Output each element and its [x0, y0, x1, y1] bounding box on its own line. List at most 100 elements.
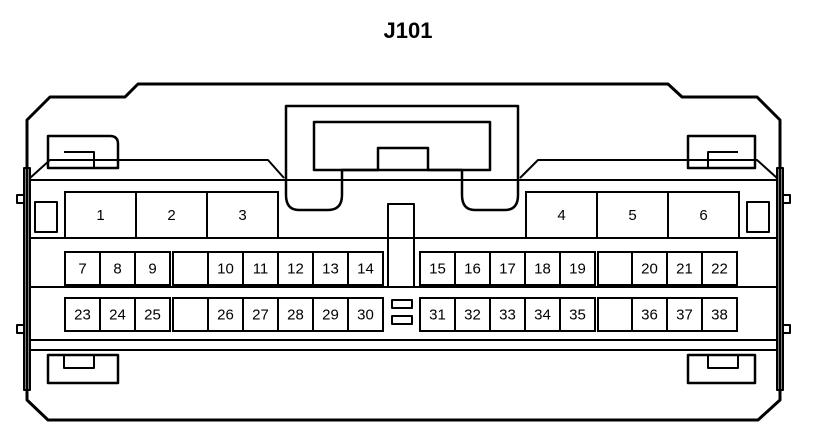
pin-number: 34 [534, 307, 551, 324]
pin-cavity: 31 [419, 297, 456, 332]
side-window-left [34, 201, 58, 233]
pin-cavity: 16 [454, 251, 491, 286]
guide-clip-top-right-tab [707, 151, 738, 168]
center-slot [391, 315, 413, 325]
pin-number: 23 [74, 307, 91, 324]
pin-number: 28 [287, 307, 304, 324]
pin-number: 38 [711, 307, 728, 324]
pin-cavity: 23 [64, 297, 101, 332]
pin-cavity: 25 [134, 297, 171, 332]
left-side-rib [23, 167, 31, 391]
pin-number: 4 [557, 207, 565, 224]
lock-latch-inner [312, 120, 492, 172]
side-tab [782, 194, 791, 204]
pin-cavity: 33 [489, 297, 526, 332]
center-slot [391, 299, 413, 309]
connector-title: J101 [383, 18, 433, 43]
pin-number: 24 [109, 307, 126, 324]
pin-cavity: 7 [64, 251, 101, 286]
pin-cavity: 17 [489, 251, 526, 286]
right-side-rib [776, 167, 784, 391]
pin-number: 27 [252, 307, 269, 324]
pin-cavity: 15 [419, 251, 456, 286]
pin-number: 13 [322, 261, 339, 278]
pin-cavity: 12 [277, 251, 314, 286]
pin-number: 30 [357, 307, 374, 324]
pin-cavity: 29 [312, 297, 349, 332]
pin-number: 12 [287, 261, 304, 278]
pin-cavity: 24 [99, 297, 136, 332]
pin-cavity: 4 [525, 191, 598, 239]
pin-number: 33 [499, 307, 516, 324]
pin-cavity: 37 [666, 297, 703, 332]
pin-number: 17 [499, 261, 516, 278]
pin-cavity: 26 [207, 297, 244, 332]
pin-number: 35 [569, 307, 586, 324]
pin-number: 18 [534, 261, 551, 278]
pin-cavity: 30 [347, 297, 384, 332]
guide-clip-bottom-left-tab [63, 355, 95, 369]
guide-clip-top-left [46, 134, 120, 170]
pin-cavity: 21 [666, 251, 703, 286]
right-shoulder [519, 159, 778, 179]
pin-cavity: 2 [135, 191, 208, 239]
pin-number: 19 [569, 261, 586, 278]
guide-clip-top-left-tab [64, 151, 95, 168]
side-tab [16, 194, 25, 204]
pin-number: 2 [167, 207, 175, 224]
pin-cavity: 19 [559, 251, 596, 286]
pin-cavity: 13 [312, 251, 349, 286]
pin-cavity: 35 [559, 297, 596, 332]
pin-number: 26 [217, 307, 234, 324]
pin-number: 5 [628, 207, 636, 224]
pin-number: 21 [676, 261, 693, 278]
pin-number: 25 [144, 307, 161, 324]
pin-cavity: 18 [524, 251, 561, 286]
pin-number: 11 [253, 261, 269, 278]
pin-cavity: 9 [134, 251, 171, 286]
pin-number: 20 [641, 261, 658, 278]
pin-number: 14 [357, 261, 374, 278]
pin-number: 6 [699, 207, 707, 224]
connector-housing [25, 82, 782, 422]
pin-cavity: 34 [524, 297, 561, 332]
guide-clip-bottom-right-tab [707, 355, 739, 369]
pin-cavity: 32 [454, 297, 491, 332]
guide-clip-bottom-right [686, 353, 757, 385]
empty-cavity [172, 297, 209, 332]
pin-number: 9 [148, 261, 156, 278]
side-tab [782, 324, 791, 334]
pin-cavity: 20 [631, 251, 668, 286]
pin-cavity: 38 [701, 297, 738, 332]
pin-cavity: 6 [667, 191, 740, 239]
center-key [387, 203, 415, 288]
pin-number: 7 [78, 261, 86, 278]
pin-cavity: 11 [242, 251, 279, 286]
pin-cavity: 5 [596, 191, 669, 239]
empty-cavity [597, 297, 634, 332]
pin-number: 37 [676, 307, 693, 324]
pin-number: 32 [464, 307, 481, 324]
guide-clip-top-right [686, 134, 757, 170]
pin-cavity: 1 [64, 191, 137, 239]
empty-cavity [172, 251, 209, 286]
left-shoulder [29, 159, 285, 179]
pin-number: 8 [113, 261, 121, 278]
pin-cavity: 3 [206, 191, 279, 239]
pin-number: 3 [238, 207, 246, 224]
side-window-right [746, 201, 770, 233]
pin-cavity: 27 [242, 297, 279, 332]
pin-number: 29 [322, 307, 339, 324]
pin-number: 22 [711, 261, 728, 278]
pin-cavity: 8 [99, 251, 136, 286]
side-tab [16, 324, 25, 334]
pin-number: 31 [429, 307, 446, 324]
pin-cavity: 14 [347, 251, 384, 286]
pin-cavity: 22 [701, 251, 738, 286]
pin-number: 36 [641, 307, 658, 324]
pin-number: 16 [464, 261, 481, 278]
pin-number: 1 [96, 207, 104, 224]
pin-cavity: 10 [207, 251, 244, 286]
